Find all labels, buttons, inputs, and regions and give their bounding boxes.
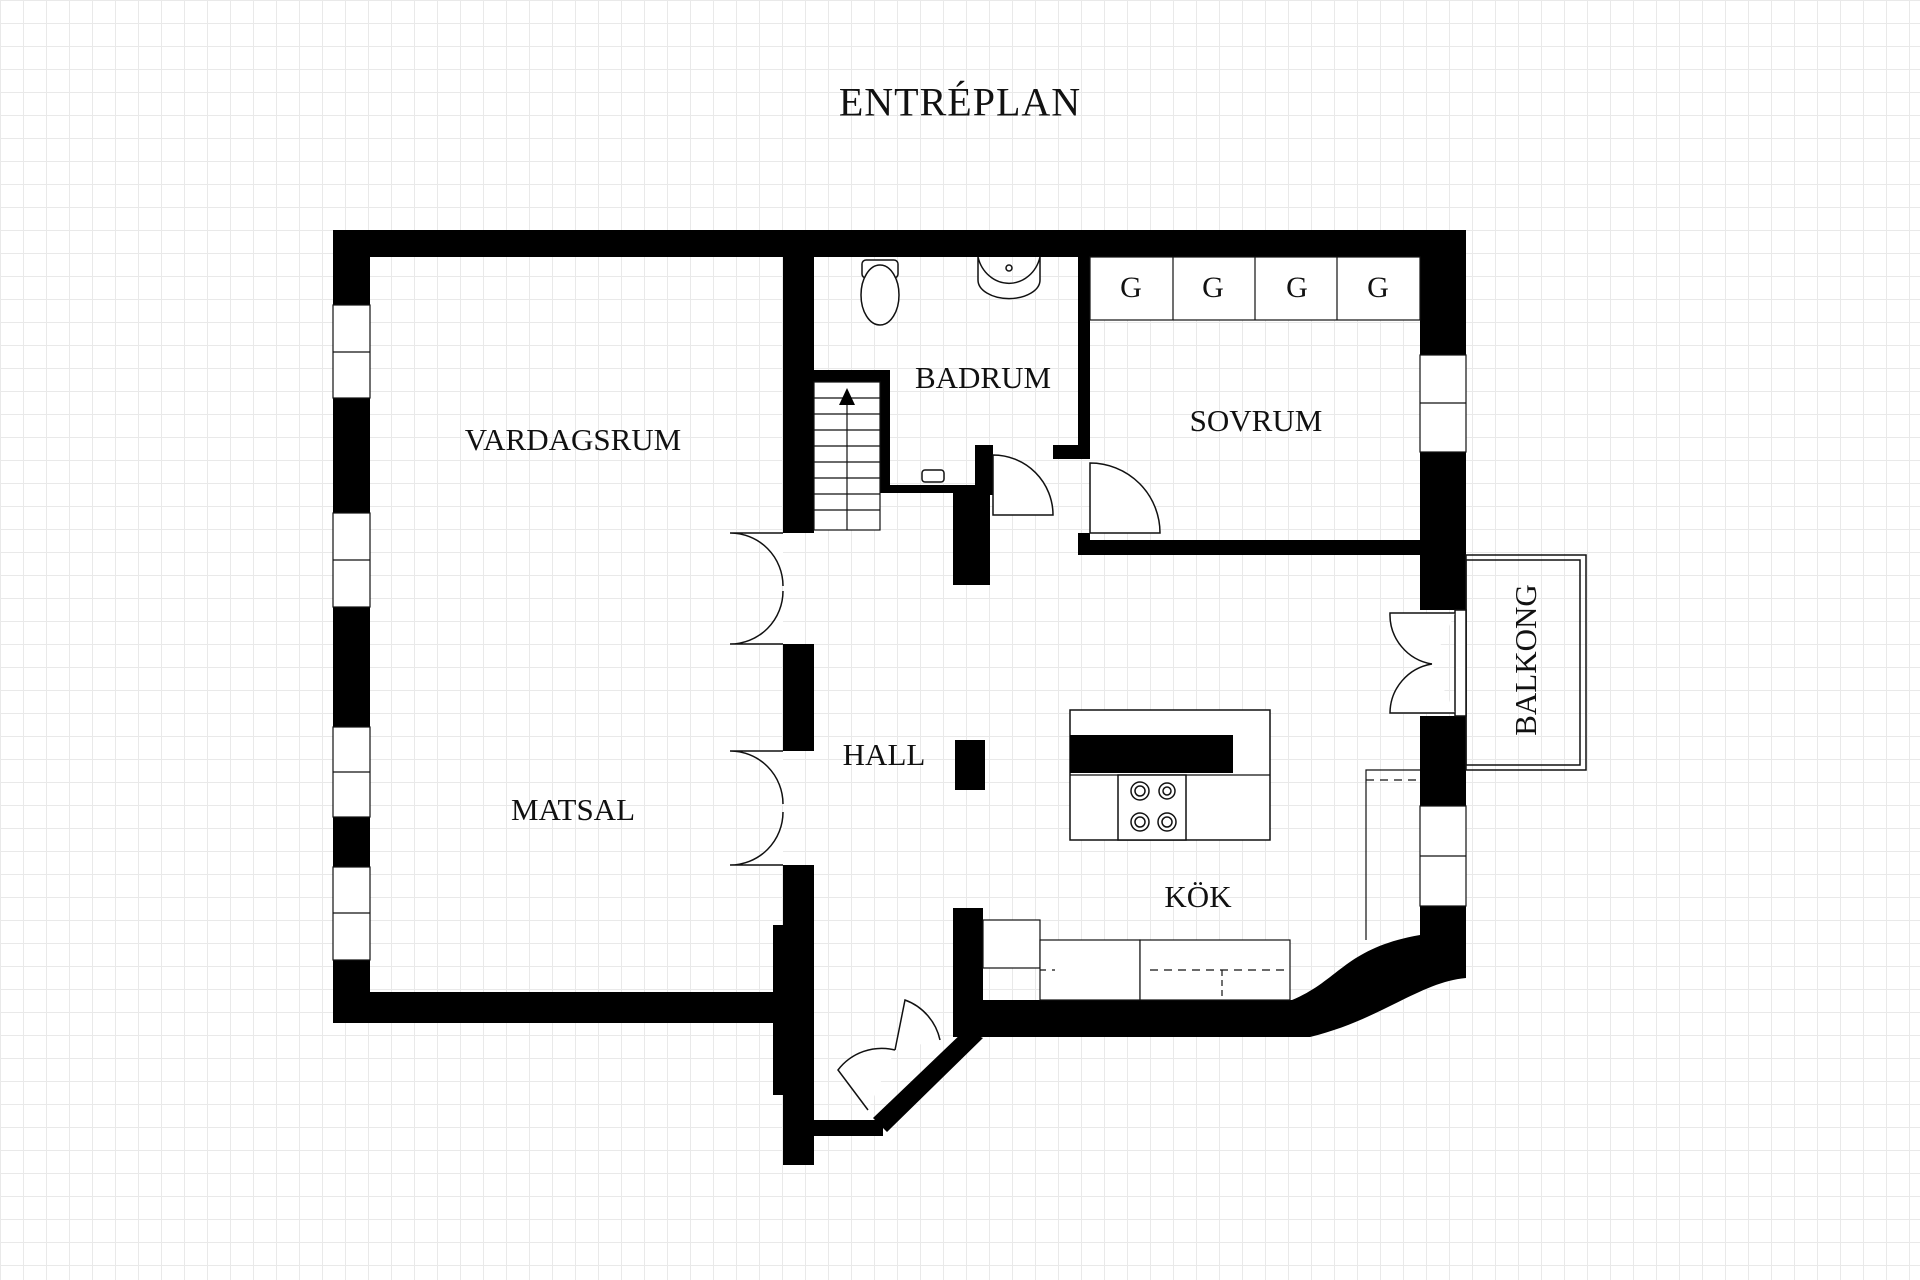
wall-bath-bed (1078, 257, 1090, 457)
bathroom-fixtures (860, 256, 1041, 483)
wall-entry-bottom (783, 1120, 883, 1136)
wall-stair-top (814, 370, 890, 382)
room-label-badrum: BADRUM (914, 360, 1052, 395)
wall-bath-door-stub (1053, 445, 1090, 459)
wall-left-3 (333, 607, 370, 727)
island-counter (1070, 735, 1233, 773)
wall-stair-right (880, 370, 890, 485)
wall-kitchen-bottom (953, 1000, 1310, 1037)
kitchen-wall-line (1365, 769, 1420, 940)
stair-arrow-icon (839, 388, 855, 405)
wall-kitchen-curve (1292, 935, 1466, 1037)
room-label-kok: KÖK (1164, 879, 1232, 914)
closet-label: G (1286, 271, 1308, 304)
sink (977, 256, 1041, 300)
closet-label: G (1367, 271, 1389, 304)
wall-right-3 (1420, 716, 1466, 806)
wall-bath-post (975, 445, 993, 495)
wall-top (333, 230, 1466, 257)
walls (333, 230, 1466, 1165)
room-label-hall: HALL (842, 737, 926, 772)
stairs (813, 381, 881, 531)
wall-bedroom-door-stub (1078, 533, 1090, 555)
wall-stair-bottom (880, 485, 960, 493)
wall-right-1 (1420, 230, 1466, 355)
room-label-vardagsrum: VARDAGSRUM (464, 422, 682, 457)
wall-right-2 (1420, 452, 1466, 610)
wall-living-hall-2 (783, 644, 814, 751)
wall-bath-left (953, 492, 967, 585)
windows (332, 304, 1467, 961)
wall-entry-post (773, 925, 793, 1095)
wall-left-1 (333, 230, 370, 305)
wall-living-hall-1 (783, 257, 814, 533)
wall-bedroom-bottom (1078, 540, 1420, 555)
balcony (1454, 554, 1587, 771)
hall-column (955, 740, 985, 790)
room-label-balkong: BALKONG (1508, 584, 1543, 736)
wall-bottom-left (333, 992, 773, 1023)
room-label-matsal: MATSAL (510, 792, 636, 827)
kitchen-island (1069, 709, 1271, 841)
wall-left-4 (333, 817, 370, 867)
wall-entry-diagonal (873, 1030, 983, 1132)
doors (729, 454, 1455, 1111)
closets (1089, 256, 1421, 321)
plan-title: ENTRÉPLAN (838, 79, 1082, 125)
cooktop (1117, 774, 1187, 841)
room-label-sovrum: SOVRUM (1189, 403, 1323, 438)
kitchen-counter (982, 919, 1291, 1001)
wall-left-2 (333, 398, 370, 513)
toilet-bowl (860, 264, 900, 326)
closet-label: G (1120, 271, 1142, 304)
closet-label: G (1202, 271, 1224, 304)
floor-drain (921, 469, 945, 483)
